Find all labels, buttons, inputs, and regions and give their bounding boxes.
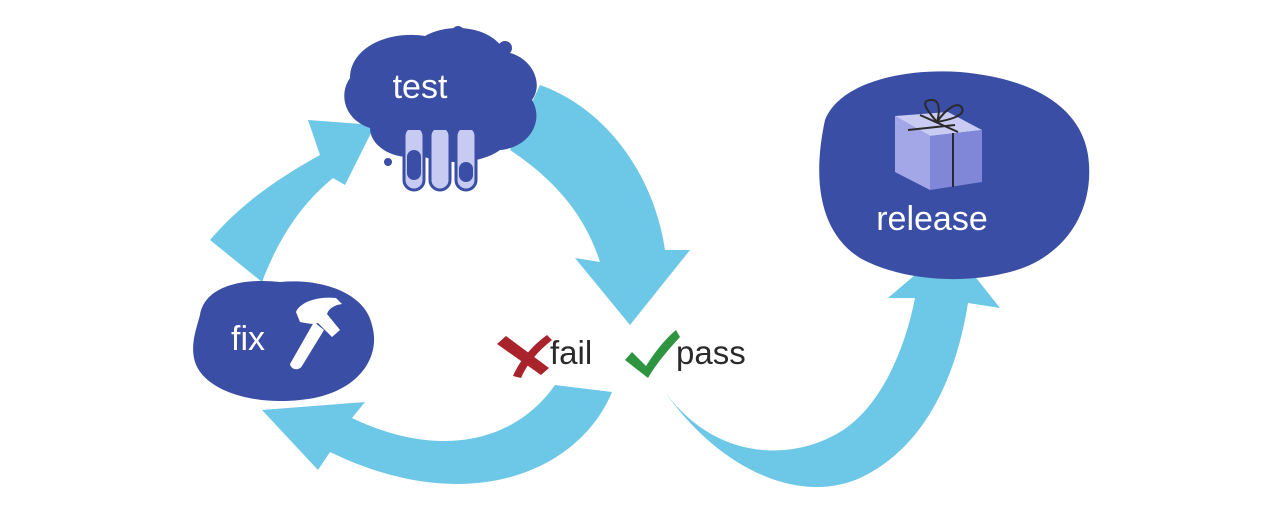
pass-label: pass bbox=[676, 334, 746, 371]
test-label: test bbox=[393, 68, 448, 106]
test-cloud bbox=[344, 28, 537, 162]
fix-node: fix bbox=[193, 280, 375, 402]
check-mark-icon bbox=[625, 330, 680, 378]
pass-outcome: pass bbox=[625, 330, 746, 378]
release-node: release bbox=[819, 71, 1090, 280]
fail-label: fail bbox=[550, 334, 592, 371]
x-mark-icon bbox=[497, 335, 552, 378]
arrows bbox=[210, 85, 1000, 488]
fix-blob bbox=[193, 280, 375, 402]
gift-box-icon bbox=[895, 98, 982, 190]
arrow-pass-to-release bbox=[665, 245, 1000, 488]
bubble bbox=[489, 55, 495, 61]
test-node: test bbox=[344, 26, 537, 192]
bubble bbox=[498, 41, 512, 55]
bubble bbox=[452, 26, 464, 38]
test-tubes-icon bbox=[401, 124, 479, 192]
fail-outcome: fail bbox=[497, 334, 592, 378]
bubble bbox=[384, 158, 392, 166]
hammer-icon bbox=[290, 297, 342, 370]
arrow-fix-to-test bbox=[210, 120, 375, 282]
arrow-test-to-outcome bbox=[510, 85, 690, 325]
fix-label: fix bbox=[231, 320, 265, 358]
release-label: release bbox=[876, 200, 988, 238]
arrow-fail-to-fix bbox=[262, 385, 612, 485]
